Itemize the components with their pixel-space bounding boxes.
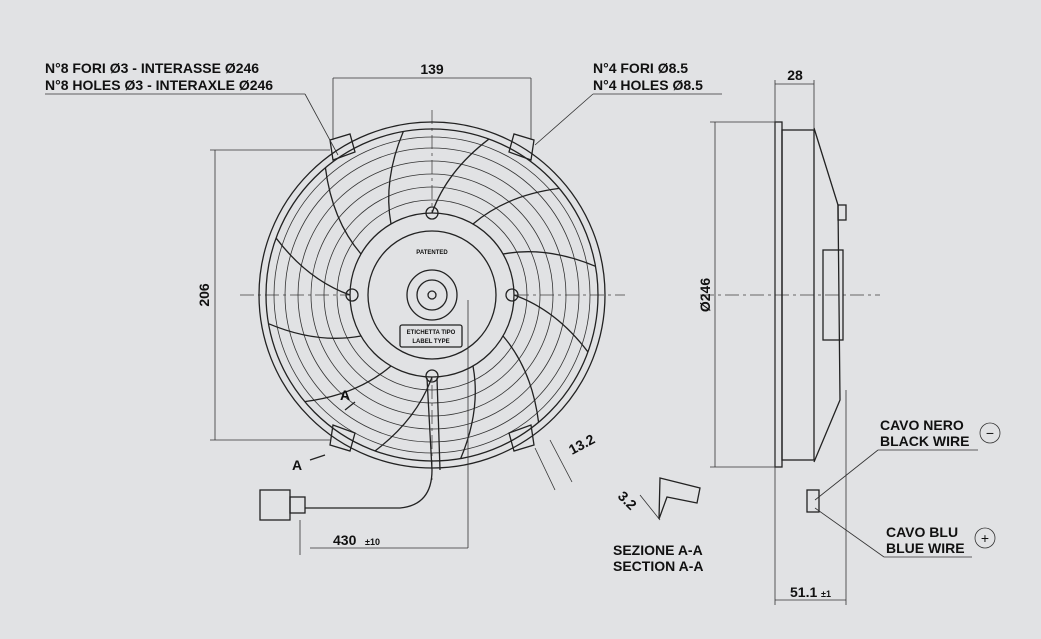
dim-51-1: 51.1 — [790, 584, 817, 600]
grille-ring — [284, 147, 580, 443]
grille-spoke — [460, 365, 476, 459]
front-dimensions: 139 206 430 ±10 13.2 A A N°8 FORI Ø3 - I… — [45, 60, 722, 555]
grille-ring — [310, 173, 554, 417]
label-type-it: ETICHETTA TIPO — [407, 330, 456, 336]
dim-430: 430 — [333, 532, 357, 548]
section-a-a: 3.2 SEZIONE A-A SECTION A-A — [613, 477, 703, 574]
grille-spoke — [268, 323, 362, 339]
mounting-tab — [508, 133, 535, 161]
black-wire-it: CAVO NERO — [880, 417, 964, 433]
dim-13-2: 13.2 — [566, 431, 598, 458]
grille-spoke — [388, 131, 404, 225]
motor-inner-ring — [367, 230, 497, 360]
mounting-tab — [508, 424, 535, 452]
label-type-en: LABEL TYPE — [412, 339, 449, 345]
patented-text: PATENTED — [416, 250, 448, 256]
grille-spoke — [502, 251, 596, 267]
dim-28: 28 — [787, 67, 803, 83]
section-title-it: SEZIONE A-A — [613, 542, 703, 558]
dim-139: 139 — [420, 61, 444, 77]
shaft — [427, 290, 437, 300]
holes-small-en: N°8 HOLES Ø3 - INTERAXLE Ø246 — [45, 77, 273, 93]
minus-sign: − — [986, 425, 994, 441]
plus-symbol — [974, 527, 996, 549]
grille-spoke — [324, 167, 362, 255]
side-shroud — [781, 129, 815, 461]
hub-outer — [406, 269, 458, 321]
grille-spoke — [374, 376, 433, 452]
holes-large-it: N°4 FORI Ø8.5 — [593, 60, 688, 76]
hub-inner — [416, 279, 448, 311]
section-title-en: SECTION A-A — [613, 558, 703, 574]
fan-front-view: PATENTED ETICHETTA TIPO LABEL TYPE — [240, 110, 625, 521]
grille-rings — [273, 136, 591, 454]
mount-screw — [345, 288, 359, 302]
grille-ring — [323, 186, 541, 404]
grille-ring — [336, 199, 528, 391]
fan-side-view: 28 Ø246 51.1 ±1 CAVO NERO BLACK WIRE − C… — [697, 67, 1001, 605]
dim-246: Ø246 — [697, 278, 713, 312]
mounting-tab — [329, 133, 356, 161]
mount-screw — [425, 206, 439, 220]
dim-51-1-tolerance: ±1 — [821, 589, 831, 599]
section-mark-a-2: A — [340, 387, 350, 403]
blue-wire-en: BLUE WIRE — [886, 540, 965, 556]
dim-430-tolerance: ±10 — [365, 537, 380, 547]
section-mark-a: A — [292, 457, 302, 473]
connector — [259, 489, 291, 521]
side-motor — [822, 249, 844, 341]
connector-plug — [289, 496, 306, 514]
side-connector — [806, 489, 820, 513]
grille-ring — [273, 136, 591, 454]
grille-spoke — [431, 138, 490, 214]
minus-symbol — [979, 422, 1001, 444]
leader-large-holes — [534, 93, 594, 146]
grille-spoke — [304, 365, 392, 403]
plus-sign: + — [981, 530, 989, 546]
grille-spokes — [268, 131, 596, 459]
power-cable — [305, 377, 433, 509]
motor-housing — [349, 212, 515, 378]
holes-large-en: N°4 HOLES Ø8.5 — [593, 77, 703, 93]
grille-ring — [297, 160, 567, 430]
side-bolt — [837, 204, 847, 221]
dim-206: 206 — [196, 283, 212, 307]
mount-screw — [425, 369, 439, 383]
side-grille — [813, 127, 841, 463]
mount-screw — [505, 288, 519, 302]
grille-spoke — [275, 237, 351, 296]
dim-3-2: 3.2 — [615, 488, 640, 513]
grille-spoke — [513, 294, 589, 353]
section-profile — [658, 477, 701, 520]
grille-spoke — [502, 335, 540, 423]
power-cable-edge — [436, 377, 441, 471]
grille-spoke — [472, 187, 560, 225]
blue-wire-it: CAVO BLU — [886, 524, 958, 540]
holes-small-it: N°8 FORI Ø3 - INTERASSE Ø246 — [45, 60, 259, 76]
leader-small-holes — [304, 93, 339, 156]
label-type-box — [399, 324, 463, 348]
mounting-tab — [329, 424, 356, 452]
black-wire-en: BLACK WIRE — [880, 433, 969, 449]
